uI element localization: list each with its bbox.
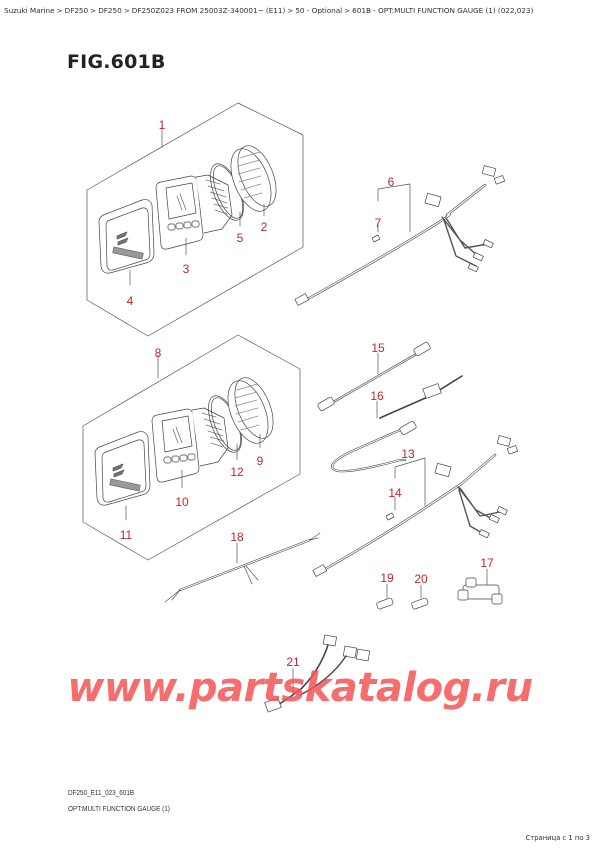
gauge-display-icon (151, 407, 229, 489)
callout-13[interactable]: 13 (401, 447, 415, 461)
lock-nut-icon (227, 377, 274, 449)
breadcrumb-item-serial-range[interactable]: DF250Z023 FROM 25003Z-340001~ (E11) (131, 6, 286, 15)
figure-title: FIG.601B (67, 51, 166, 73)
callout-17[interactable]: 17 (480, 556, 494, 570)
wiring-harness-1-icon (294, 165, 506, 306)
breadcrumb-separator: > (123, 6, 130, 15)
callout-5[interactable]: 5 (236, 231, 244, 245)
figure-code: DF250_E11_023_601B (68, 788, 135, 797)
callout-12[interactable]: 12 (230, 465, 244, 479)
callout-6[interactable]: 6 (387, 175, 395, 189)
breadcrumb: Suzuki Marine>DF250>DF250>DF250Z023 FROM… (4, 6, 600, 15)
t-connector-17-icon (457, 568, 503, 605)
callout-2[interactable]: 2 (260, 220, 268, 234)
callout-11[interactable]: 11 (119, 528, 133, 542)
terminator-19-icon (376, 583, 394, 610)
figure-caption: OPT:MULTI FUNCTION GAUGE (1) (68, 804, 170, 813)
gauge-cover-icon (94, 431, 151, 521)
adapter-harness-21-icon (264, 634, 371, 713)
page-indicator: Страница с 1 по 3 (525, 834, 590, 842)
callout-16[interactable]: 16 (370, 389, 384, 403)
callout-3[interactable]: 3 (182, 262, 190, 276)
breadcrumb-separator: > (90, 6, 97, 15)
extension-cable-18-icon (164, 532, 321, 603)
callout-19[interactable]: 19 (380, 571, 394, 585)
terminator-20-icon (411, 584, 429, 610)
breadcrumb-separator: > (344, 6, 351, 15)
callout-20[interactable]: 20 (414, 572, 428, 586)
callout-1[interactable]: 1 (158, 118, 166, 132)
callout-21[interactable]: 21 (286, 655, 300, 669)
gauge-cover-icon (98, 199, 155, 286)
breadcrumb-item-df250[interactable]: DF250 (64, 6, 89, 15)
callout-8[interactable]: 8 (154, 346, 162, 360)
power-cable-16-icon (331, 375, 463, 473)
breadcrumb-item-df250-model[interactable]: DF250 (98, 6, 122, 15)
breadcrumb-item-suzuki-marine[interactable]: Suzuki Marine (4, 6, 55, 15)
breadcrumb-separator: > (287, 6, 294, 15)
assembly-box-2 (82, 334, 301, 561)
breadcrumb-item-optional[interactable]: 50 - Optional (295, 6, 343, 15)
network-cable-15-icon (317, 341, 431, 412)
callout-4[interactable]: 4 (126, 294, 134, 308)
callout-9[interactable]: 9 (256, 454, 264, 468)
callout-14[interactable]: 14 (388, 486, 402, 500)
gauge-display-icon (155, 174, 233, 256)
wiring-harness-2-icon (312, 435, 519, 577)
assembly-box-1 (86, 102, 304, 337)
callout-10[interactable]: 10 (175, 495, 189, 509)
callout-7[interactable]: 7 (374, 216, 382, 230)
callout-15[interactable]: 15 (371, 341, 385, 355)
breadcrumb-item-current-figure: 601B - OPT:MULTI FUNCTION GAUGE (1) (022… (352, 6, 534, 15)
lock-nut-icon (230, 145, 277, 217)
breadcrumb-separator: > (56, 6, 63, 15)
callout-18[interactable]: 18 (230, 530, 244, 544)
